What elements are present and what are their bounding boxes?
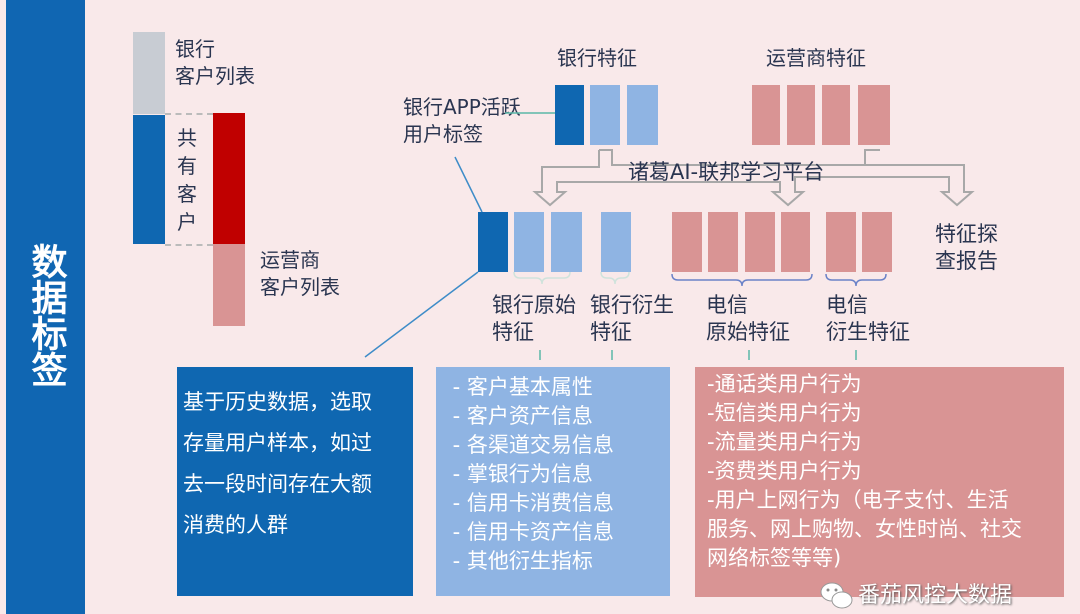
feature-block — [858, 85, 890, 145]
sidebar-title: 数据标签 — [25, 243, 67, 387]
feature-block — [862, 212, 892, 272]
feature-block — [826, 212, 856, 272]
feature-block — [514, 212, 544, 272]
feature-block — [601, 212, 631, 272]
wechat-icon — [820, 582, 853, 609]
telecom-features-box: -通话类用户行为 -短信类用户行为 -流量类用户行为 -资费类用户行为 -用户上… — [695, 367, 1064, 597]
feature-block — [551, 212, 582, 272]
feature-block — [745, 212, 775, 272]
bank-only-block — [133, 32, 165, 114]
bank-list-label: 银行 客户列表 — [175, 37, 255, 88]
divider — [165, 113, 213, 115]
feature-block — [781, 212, 810, 272]
group-label-bank-derived: 银行衍生 特征 — [590, 293, 674, 344]
feature-block — [708, 212, 738, 272]
group-label-telecom-derived: 电信 衍生特征 — [826, 293, 910, 344]
carrier-only-block — [213, 244, 245, 326]
bank-features-box: - 客户基本属性 - 客户资产信息 - 各渠道交易信息 - 掌银行为信息 - 信… — [436, 367, 670, 596]
shared-carrier-block — [213, 113, 245, 244]
group-label-telecom-raw: 电信 原始特征 — [706, 293, 790, 344]
feature-block — [787, 85, 815, 145]
feature-block — [752, 85, 780, 145]
bank-features-title: 银行特征 — [557, 46, 637, 70]
watermark: 番茄风控大数据 — [858, 583, 1013, 608]
feature-block — [822, 85, 850, 145]
history-sample-box: 基于历史数据，选取 存量用户样本，如过 去一段时间存在大额 消费的人群 — [177, 367, 413, 596]
carrier-features-title: 运营商特征 — [766, 46, 866, 70]
feature-block — [672, 212, 702, 272]
divider — [165, 244, 213, 246]
group-label-bank-raw: 银行原始 特征 — [492, 293, 576, 344]
platform-label: 诸葛AI-联邦学习平台 — [628, 160, 825, 184]
feature-block — [478, 212, 508, 272]
shared-bank-block — [133, 115, 165, 244]
report-label: 特征探 查报告 — [935, 222, 998, 273]
sidebar — [6, 0, 85, 614]
feature-block — [555, 85, 584, 145]
feature-block — [627, 85, 658, 145]
platform-arrows — [532, 149, 975, 207]
app-tag-label: 银行APP活跃 用户标签 — [403, 95, 521, 146]
feature-block — [590, 85, 620, 145]
carrier-list-label: 运营商 客户列表 — [260, 248, 340, 299]
connectors — [364, 112, 975, 360]
shared-label: 共 有 客 户 — [177, 126, 197, 234]
